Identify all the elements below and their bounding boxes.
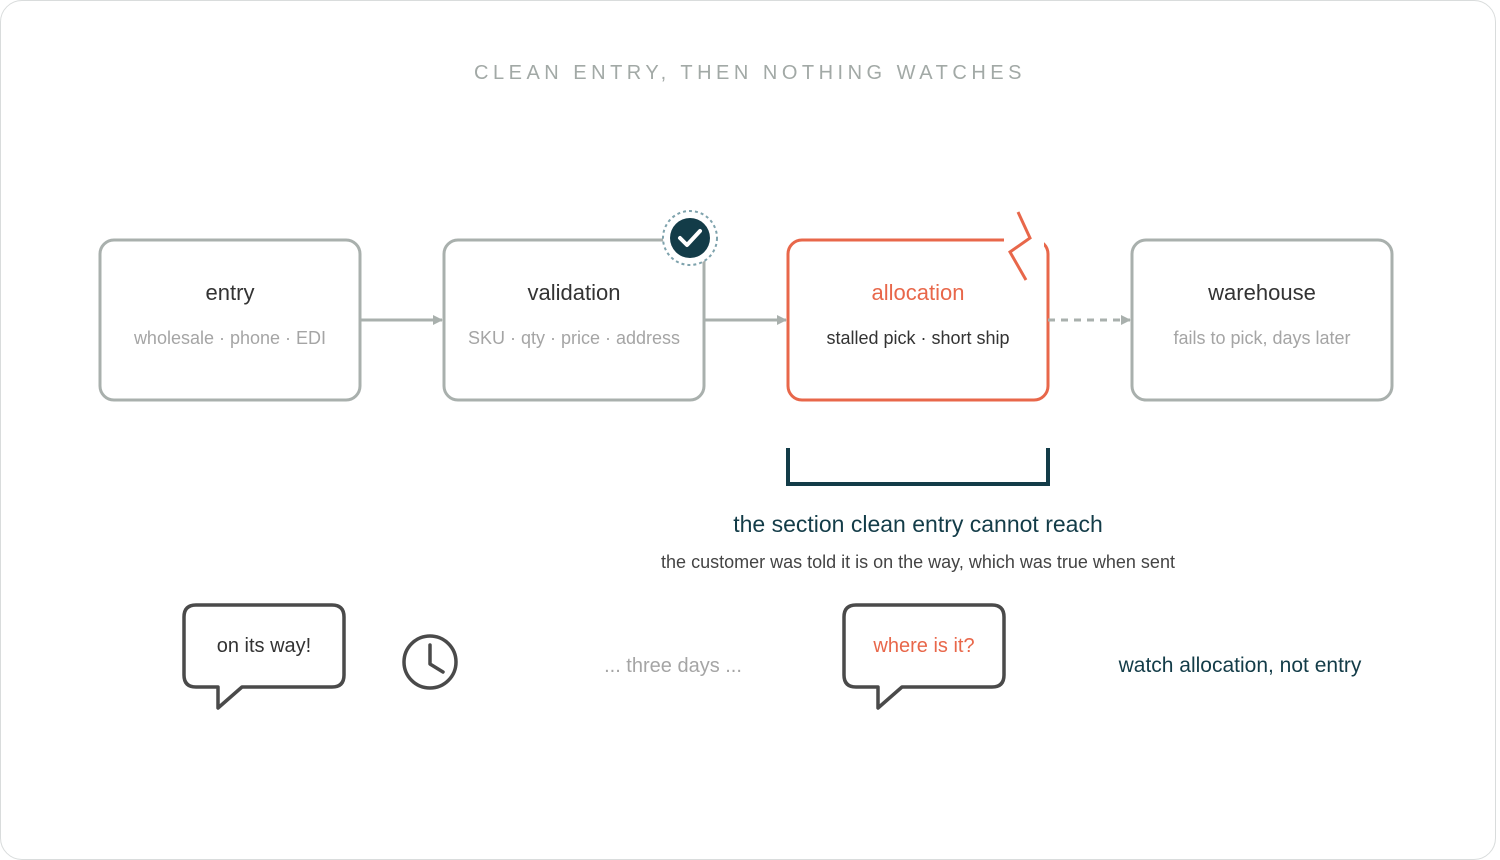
stage-validation-detail: SKU · qty · price · address (468, 328, 680, 348)
check-circle-icon (662, 210, 718, 266)
stage-validation: validation SKU · qty · price · address (442, 238, 706, 402)
break-mark-icon (1004, 211, 1044, 288)
time-gap-text: ... three days ... (604, 655, 742, 677)
stage-validation-box (442, 238, 706, 402)
bubble-sent-text: on its way! (217, 635, 311, 657)
takeaway-text: watch allocation, not entry (1118, 654, 1362, 677)
bubble-asked-text: where is it? (872, 635, 974, 657)
stage-entry-box (98, 238, 362, 402)
stage-validation-label: validation (528, 280, 621, 305)
stage-warehouse-label: warehouse (1207, 280, 1316, 305)
stage-warehouse: warehouse fails to pick, days later (1130, 238, 1394, 402)
speech-bubble-asked: where is it? (842, 603, 1006, 710)
stage-entry-detail: wholesale · phone · EDI (133, 328, 326, 348)
stage-allocation-label: allocation (872, 280, 965, 305)
stage-allocation-detail: stalled pick · short ship (826, 328, 1009, 348)
stage-entry-label: entry (206, 280, 255, 305)
section-heading: the section clean entry cannot reach (733, 511, 1103, 537)
workflow-diagram: CLEAN ENTRY, THEN NOTHING WATCHES entry … (98, 62, 1394, 710)
allocation-bracket (786, 448, 1050, 486)
section-caption: the customer was told it is on the way, … (661, 552, 1175, 572)
stage-entry: entry wholesale · phone · EDI (98, 238, 362, 402)
clock-icon (402, 634, 458, 690)
stage-warehouse-detail: fails to pick, days later (1173, 328, 1350, 348)
stage-allocation: allocation stalled pick · short ship (786, 238, 1050, 402)
diagram-title: CLEAN ENTRY, THEN NOTHING WATCHES (474, 62, 1026, 84)
stage-warehouse-box (1130, 238, 1394, 402)
speech-bubble-sent: on its way! (182, 603, 346, 710)
